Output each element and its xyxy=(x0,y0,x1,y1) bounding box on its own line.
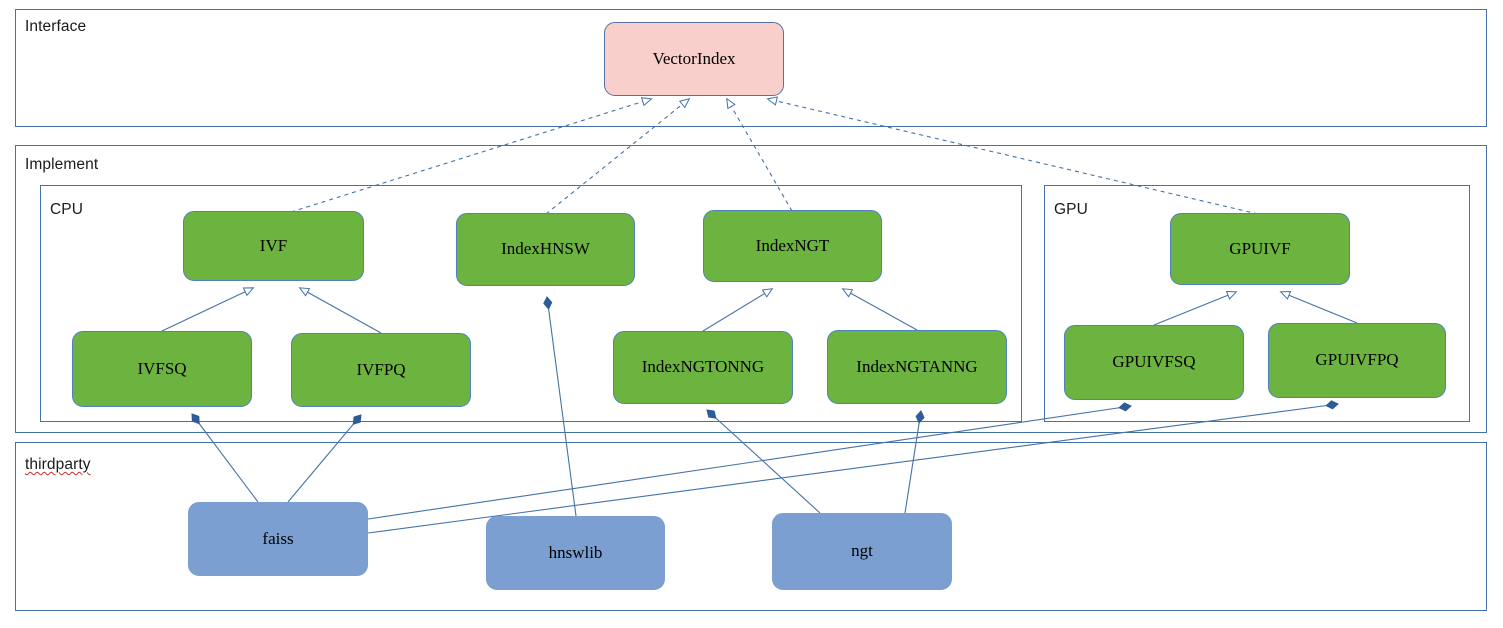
node-label-gpuivfsq: GPUIVFSQ xyxy=(1112,352,1196,372)
group-label-interface: Interface xyxy=(25,18,87,35)
node-label-indexngtonng: IndexNGTONNG xyxy=(641,357,765,377)
node-label-ngt: ngt xyxy=(851,541,873,561)
node-gpuivf[interactable]: GPUIVF xyxy=(1170,213,1350,285)
node-ivf[interactable]: IVF xyxy=(183,211,364,281)
node-indexngtonng[interactable]: IndexNGTONNG xyxy=(613,331,793,404)
node-gpuivfpq[interactable]: GPUIVFPQ xyxy=(1268,323,1446,398)
node-ivfsq[interactable]: IVFSQ xyxy=(72,331,252,407)
node-label-faiss: faiss xyxy=(262,528,294,548)
node-faiss[interactable]: faiss xyxy=(188,502,368,576)
group-label-cpu: CPU xyxy=(50,201,84,218)
node-label-ivfsq: IVFSQ xyxy=(137,358,187,378)
node-vectorindex[interactable]: VectorIndex xyxy=(604,22,784,96)
node-indexngt[interactable]: IndexNGT xyxy=(703,210,882,282)
node-label-ivfpq: IVFPQ xyxy=(356,359,406,379)
node-label-indexngtanng: IndexNGTANNG xyxy=(856,356,978,376)
node-indexhnsw[interactable]: IndexHNSW xyxy=(456,213,635,286)
group-label-thirdparty: thirdparty xyxy=(25,456,91,473)
node-indexngtanng[interactable]: IndexNGTANNG xyxy=(827,330,1007,404)
group-label-gpu: GPU xyxy=(1054,201,1088,218)
node-ngt[interactable]: ngt xyxy=(772,513,952,590)
node-hnswlib[interactable]: hnswlib xyxy=(486,516,665,590)
node-label-indexhnsw: IndexHNSW xyxy=(501,239,590,259)
node-ivfpq[interactable]: IVFPQ xyxy=(291,333,471,407)
group-label-implement: Implement xyxy=(25,156,99,173)
node-gpuivfsq[interactable]: GPUIVFSQ xyxy=(1064,325,1244,400)
node-label-indexngt: IndexNGT xyxy=(755,235,830,255)
node-label-vectorindex: VectorIndex xyxy=(652,48,736,68)
node-label-gpuivf: GPUIVF xyxy=(1229,238,1291,258)
node-label-gpuivfpq: GPUIVFPQ xyxy=(1315,350,1399,370)
node-label-hnswlib: hnswlib xyxy=(548,542,603,562)
node-label-ivf: IVF xyxy=(259,235,288,255)
